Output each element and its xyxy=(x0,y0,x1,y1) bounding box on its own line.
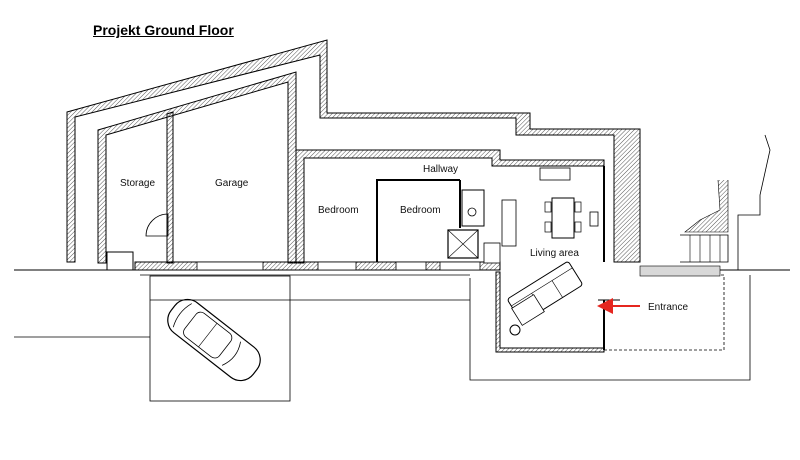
exterior-wall xyxy=(66,39,641,263)
entrance-label: Entrance xyxy=(648,302,688,313)
window-3 xyxy=(395,261,427,271)
hob-icon xyxy=(467,207,477,217)
storage-roof-wall xyxy=(97,71,297,264)
garage-divider-wall xyxy=(166,111,174,264)
car-icon xyxy=(167,298,261,382)
chair-3 xyxy=(574,201,582,213)
shower-cross-2 xyxy=(447,229,479,259)
chair-2 xyxy=(544,221,552,233)
stair-block xyxy=(483,242,501,264)
room-label-hallway: Hallway xyxy=(423,164,458,175)
stair-rail xyxy=(737,134,771,270)
window-4 xyxy=(439,261,481,271)
cabinet xyxy=(589,211,599,227)
room-label-garage: Garage xyxy=(215,178,249,189)
window-1 xyxy=(196,261,264,271)
outdoor-steps xyxy=(680,234,729,263)
entry-cabinet xyxy=(539,167,571,181)
storage-door xyxy=(145,213,169,237)
site-outline-left xyxy=(14,299,470,338)
room-label-living-area: Living area xyxy=(530,248,579,259)
room-label-bedroom-1: Bedroom xyxy=(318,205,359,216)
page-title: Projekt Ground Floor xyxy=(93,22,234,38)
chair-1 xyxy=(544,201,552,213)
site-outline-right xyxy=(469,275,751,381)
coffee-table xyxy=(511,294,545,326)
room-label-storage: Storage xyxy=(120,178,155,189)
dining-table xyxy=(551,197,575,239)
storage-box xyxy=(106,251,134,271)
stove-icon xyxy=(509,324,521,336)
worktop xyxy=(501,199,517,247)
retaining-wall xyxy=(684,179,729,233)
window-2 xyxy=(317,261,357,271)
terrace-edge xyxy=(639,265,721,277)
chair-4 xyxy=(574,221,582,233)
room-label-bedroom-2: Bedroom xyxy=(400,205,441,216)
